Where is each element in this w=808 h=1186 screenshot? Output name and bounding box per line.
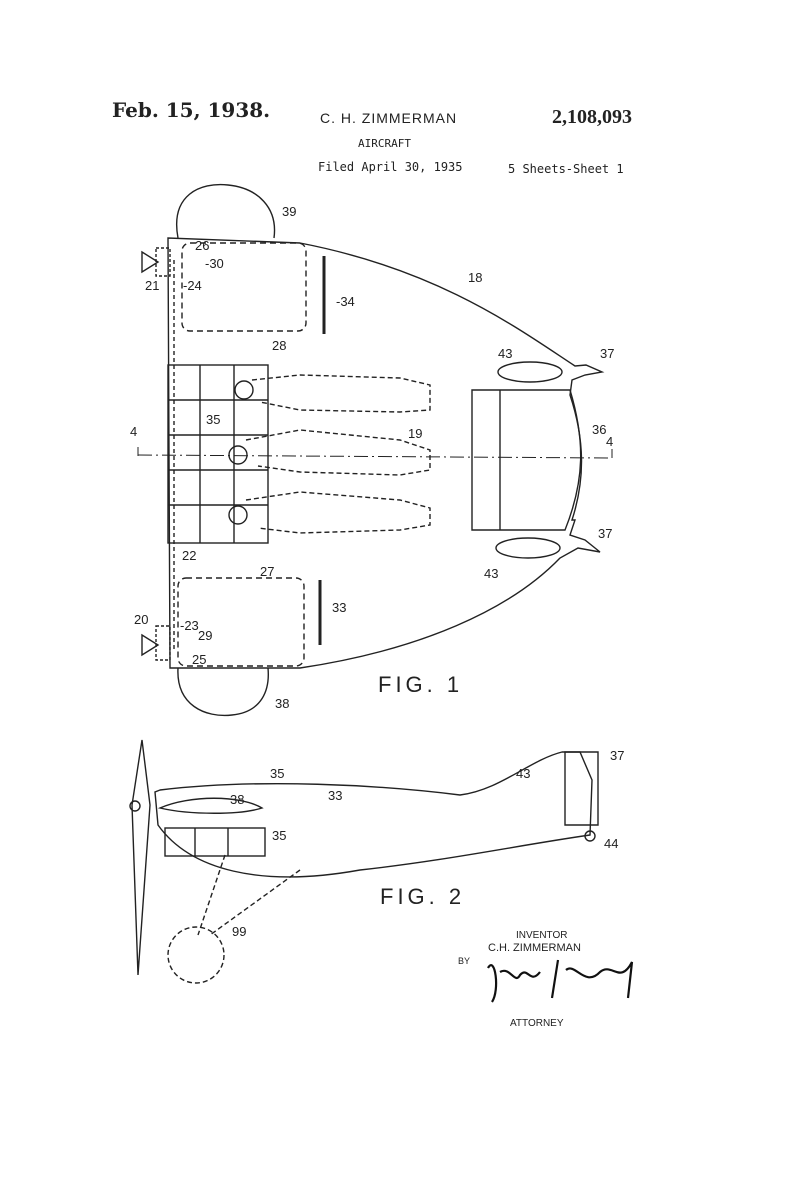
reference-numerals: 39 26 -30 21 -24 18 -34 28 43 37 35 19 4… <box>130 204 624 939</box>
inventor-name: C. H. ZIMMERMAN <box>320 110 458 126</box>
tank-28 <box>181 242 307 332</box>
ref-20: 20 <box>134 612 148 627</box>
ref-33: 33 <box>332 600 346 615</box>
ref-43-f2: 43 <box>516 766 530 781</box>
figure-2 <box>129 739 599 984</box>
wheel-99 <box>167 926 225 984</box>
ref-38: 38 <box>275 696 289 711</box>
fin-43-bottom <box>495 537 561 559</box>
attorney-signature <box>487 959 634 1003</box>
propeller-side <box>131 739 151 976</box>
wing-section-38 <box>157 797 264 814</box>
ref-37-f2: 37 <box>610 748 624 763</box>
propeller-disc-top <box>176 183 276 239</box>
patent-date: Feb. 15, 1938. <box>112 98 271 122</box>
ref-35: 35 <box>206 412 220 427</box>
attorney-label: ATTORNEY <box>510 1018 564 1029</box>
fin-43-top <box>497 361 563 383</box>
inventor-signature-name: C.H. ZIMMERMAN <box>488 942 581 954</box>
fuselage-side <box>154 751 593 878</box>
cockpit-window-35 <box>167 364 269 544</box>
ref-30: -30 <box>205 256 224 271</box>
window-35-side <box>164 827 266 857</box>
landing-gear <box>197 854 301 936</box>
ref-4a: 4 <box>130 424 137 439</box>
elevator-36 <box>471 389 582 531</box>
ref-39: 39 <box>282 204 296 219</box>
ref-37a: 37 <box>600 346 614 361</box>
ref-4b: 4 <box>606 434 613 449</box>
ref-43b: 43 <box>484 566 498 581</box>
ref-35-f2a: 35 <box>270 766 284 781</box>
ref-18: 18 <box>468 270 482 285</box>
ref-27: 27 <box>260 564 274 579</box>
ref-26: 26 <box>195 238 209 253</box>
ref-36: 36 <box>592 422 606 437</box>
ref-44: 44 <box>604 836 618 851</box>
ref-38-f2: 38 <box>230 792 244 807</box>
ref-43a: 43 <box>498 346 512 361</box>
ref-29: 29 <box>198 628 212 643</box>
fig1-caption: FIG. 1 <box>378 672 463 697</box>
ref-34: -34 <box>336 294 355 309</box>
inventor-label: INVENTOR <box>516 930 568 941</box>
sheet-count: 5 Sheets-Sheet 1 <box>508 162 624 176</box>
ref-22: 22 <box>182 548 196 563</box>
ref-23: -23 <box>180 618 199 633</box>
ref-35-f2b: 35 <box>272 828 286 843</box>
propeller-21 <box>141 250 160 274</box>
ref-21: 21 <box>145 278 159 293</box>
filing-date: Filed April 30, 1935 <box>318 160 463 174</box>
tank-27 <box>177 577 305 667</box>
wing-outline <box>167 237 605 669</box>
occupant-19 <box>251 374 431 413</box>
patent-number: 2,108,093 <box>552 106 632 128</box>
ref-24: -24 <box>183 278 202 293</box>
rudder-37 <box>564 751 599 826</box>
ref-28: 28 <box>272 338 286 353</box>
tail-skid-44 <box>584 830 596 842</box>
propeller-20 <box>141 633 160 657</box>
fig2-caption: FIG. 2 <box>380 884 465 909</box>
ref-99: 99 <box>232 924 246 939</box>
ref-33-f2: 33 <box>328 788 342 803</box>
figure-1 <box>137 183 613 717</box>
by-label: BY <box>458 956 471 966</box>
propeller-disc-bottom <box>177 667 269 717</box>
patent-title: AIRCRAFT <box>358 137 411 150</box>
ref-37b: 37 <box>598 526 612 541</box>
section-line-4 <box>137 454 613 459</box>
ref-25: 25 <box>192 652 206 667</box>
ref-19: 19 <box>408 426 422 441</box>
